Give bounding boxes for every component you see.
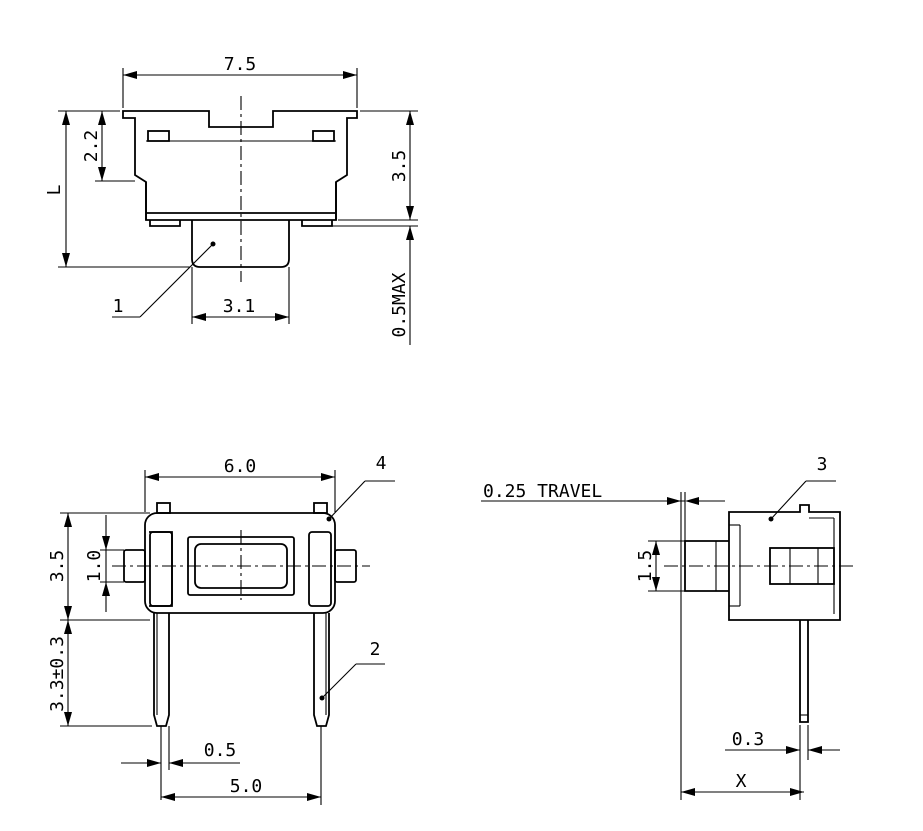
dim-offset: 0.5MAX [389, 272, 410, 337]
front-view: 6.0 3.5 1.0 3.3±0.3 0.5 5.0 [47, 453, 395, 805]
dim-height-front: 3.5 [47, 550, 68, 583]
dim-lead-pitch: 5.0 [230, 776, 263, 797]
dim-height-left: 2.2 [81, 130, 102, 163]
side-view: 0.25 TRAVEL 1.5 0.3 X 3 [481, 454, 855, 800]
travel-label: 0.25 TRAVEL [483, 481, 602, 502]
dim-plunger: 1.5 [635, 550, 656, 583]
callout-3: 3 [817, 454, 828, 475]
dim-lead-length: 3.3±0.3 [47, 636, 68, 712]
callout-4: 4 [376, 453, 387, 474]
top-view: 7.5 L 2.2 3.5 0.5MAX 3.1 [44, 54, 418, 345]
callout-2: 2 [370, 639, 381, 660]
dim-width-top: 7.5 [224, 54, 257, 75]
dim-body-height: 3.5 [389, 150, 410, 183]
dim-length: L [44, 184, 65, 195]
dim-button: 1.0 [84, 550, 105, 583]
dim-x: X [736, 771, 747, 792]
dim-width-front: 6.0 [224, 456, 257, 477]
dim-lead-width: 0.5 [204, 740, 237, 761]
dim-lead-thickness: 0.3 [732, 729, 765, 750]
dim-stem-width: 3.1 [223, 296, 256, 317]
callout-1: 1 [113, 296, 124, 317]
